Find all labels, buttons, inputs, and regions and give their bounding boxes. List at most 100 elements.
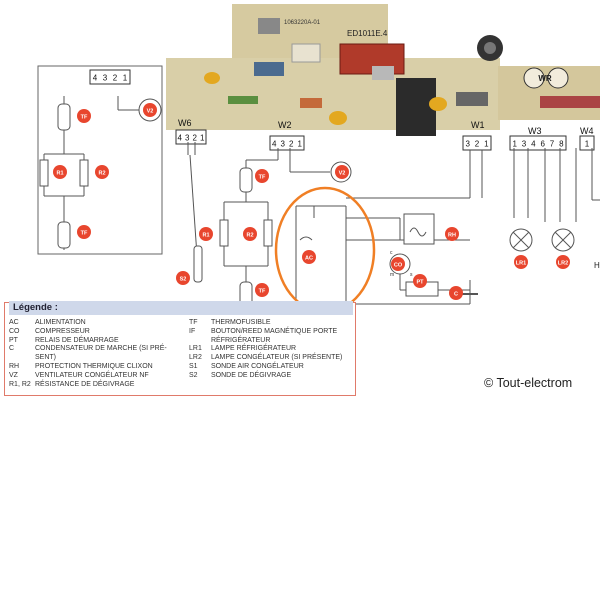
tf-fuse-2 (57, 221, 71, 249)
legend-text: ALIMENTATION (35, 319, 86, 326)
connector-pin: 4 (93, 74, 98, 83)
legend-text: RÉFRIGÉRATEUR (211, 336, 271, 344)
svg-text:AC: AC (305, 256, 313, 262)
badge-tf: TF (77, 225, 91, 239)
legend-code: RH (9, 363, 20, 370)
badge-pt: PT (413, 274, 427, 288)
legend-code: VZ (9, 371, 18, 379)
r1-resistor-mid (219, 219, 229, 247)
connector-label: W2 (278, 120, 292, 130)
svg-text:TF: TF (259, 289, 266, 295)
legend-text: THERMOFUSIBLE (211, 319, 271, 326)
middle-wires (223, 148, 330, 282)
legend-text: CONDENSATEUR DE MARCHE (SI PRÉ- (35, 345, 167, 353)
svg-text:LR2: LR2 (558, 261, 568, 267)
svg-text:S2: S2 (180, 277, 187, 283)
svg-text:V2: V2 (147, 109, 154, 115)
board-ref-text2: 1063220A-01 (284, 20, 321, 26)
badge-r1: R1 (53, 165, 67, 179)
ac-highlight-ellipse (274, 186, 376, 314)
badge-ac: AC (302, 250, 316, 264)
svg-text:TF: TF (81, 231, 88, 237)
connector-pin: 4 (178, 134, 183, 143)
badge-v2: V2 (143, 103, 157, 117)
connector-pin: 3 (522, 140, 527, 149)
r2-resistor-left (79, 159, 89, 187)
connector-w4: 1W4 (579, 126, 595, 151)
badge-co: CO (391, 257, 405, 271)
connector-label: W1 (471, 120, 485, 130)
co-pin-label: m (390, 272, 394, 278)
connector-label: W6 (178, 118, 192, 128)
connector-pin: 2 (289, 140, 294, 149)
wr-logo: WR (538, 74, 552, 83)
legend-text: SENT) (35, 354, 56, 362)
pcb-board (166, 4, 600, 136)
connector-pin: 8 (559, 140, 564, 149)
connector-pin: 1 (123, 74, 128, 83)
connector-pin: 2 (475, 140, 480, 149)
connector-label: W4 (580, 126, 594, 136)
connector-label: W3 (528, 126, 542, 136)
legend-text: SONDE AIR CONGÉLATEUR (211, 363, 304, 370)
badge-r2: R2 (95, 165, 109, 179)
legend-code: R1, R2 (9, 380, 31, 388)
tf-fuse-3 (239, 167, 253, 193)
connector-pin: 1 (484, 140, 489, 149)
badge-s2: S2 (176, 271, 190, 285)
h-label: H (594, 261, 600, 270)
legend-text: BOUTON/REED MAGNÉTIQUE PORTE (211, 327, 338, 335)
svg-text:C: C (454, 292, 458, 298)
svg-text:R1: R1 (202, 233, 209, 239)
ac-source-icon (299, 236, 313, 241)
svg-text:LR1: LR1 (516, 261, 526, 267)
connector-pin: 3 (103, 74, 108, 83)
badge-tf: TF (255, 283, 269, 297)
legend-text: LAMPE CONGÉLATEUR (SI PRÉSENTE) (211, 354, 343, 362)
tf-fuse-1 (57, 103, 71, 131)
connector-pin: 7 (550, 140, 555, 149)
s2-probe (193, 245, 203, 283)
legend-code: LR2 (189, 354, 202, 362)
legend-code: TF (189, 319, 198, 326)
legend-text: PROTECTION THERMIQUE CLIXON (35, 363, 153, 370)
rh-clixon (403, 213, 435, 245)
connector-pin: 1 (512, 140, 517, 149)
connector-pin: 4 (531, 140, 536, 149)
legend-code: CO (9, 327, 20, 335)
connector-pin: 1 (200, 134, 205, 143)
co-pin-label: c (390, 250, 393, 256)
copyright-text: © Tout-electrom (484, 376, 573, 390)
legend-code: C (9, 345, 15, 353)
svg-text:CO: CO (394, 263, 403, 269)
badge-c: C (449, 286, 463, 300)
badge-lr1: LR1 (514, 255, 528, 269)
legend-code: IF (189, 327, 196, 335)
svg-text:R2: R2 (246, 233, 253, 239)
connector-pin: 6 (540, 140, 545, 149)
connector-pin: 3 (281, 140, 286, 149)
ac-wires (295, 150, 483, 305)
r2-resistor-mid (263, 219, 273, 247)
r1-resistor-left (39, 159, 49, 187)
badge-rh: RH (445, 227, 459, 241)
svg-text:PT: PT (416, 280, 424, 286)
legend-code: S1 (189, 363, 198, 370)
legend-text: VENTILATEUR CONGÉLATEUR NF (35, 371, 149, 379)
legend-text: COMPRESSEUR (35, 327, 90, 335)
legend-code: LR1 (189, 345, 202, 353)
connector-pin: 1 (585, 140, 590, 149)
badge-lr2: LR2 (556, 255, 570, 269)
connector-pin: 3 (185, 134, 190, 143)
legend-text: SONDE DE DÉGIVRAGE (211, 371, 292, 379)
right-wires (513, 148, 600, 222)
badge-r1: R1 (199, 227, 213, 241)
